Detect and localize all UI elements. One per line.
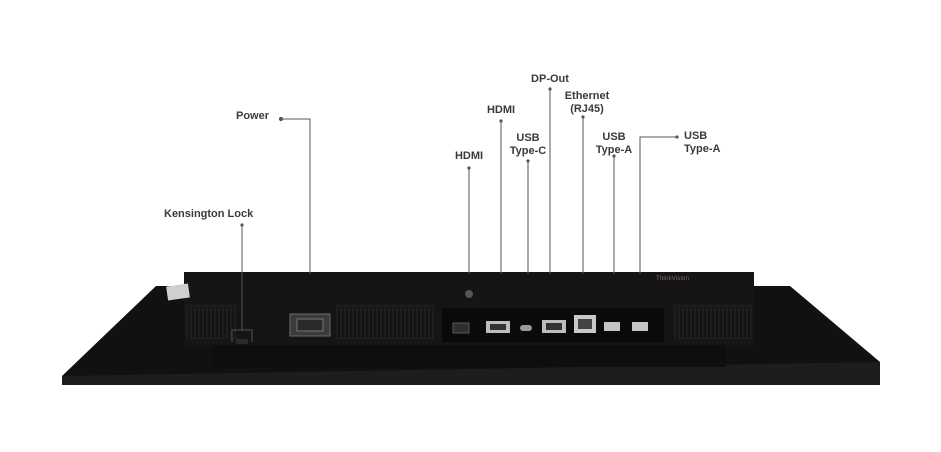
label-ethernet-line2: (RJ45) [570, 103, 604, 115]
dp-out-port-inner [546, 323, 562, 330]
label-hdmi-2: HDMI [486, 104, 516, 116]
label-ethernet-line1: Ethernet [564, 90, 610, 102]
kensington-slot [236, 339, 248, 344]
vent-grill-left [186, 305, 238, 339]
leader-power [282, 118, 311, 274]
power-port-inner [296, 318, 324, 332]
label-usb-type-a-1-line2: Type-A [595, 144, 633, 156]
ethernet-port-inner [578, 319, 592, 329]
label-hdmi-1: HDMI [454, 150, 484, 162]
label-power: Power [236, 110, 270, 122]
vent-grill-right [674, 305, 754, 339]
center-mount-screw [465, 290, 473, 298]
label-usb-type-a-2-line2: Type-A [684, 143, 721, 155]
label-usb-type-c-line2: Type-C [509, 145, 547, 157]
label-usb-type-a-2: USB Type-A [684, 130, 720, 156]
usb-a-port-1 [604, 322, 620, 331]
label-dp-out: DP-Out [531, 73, 569, 85]
leader-usb-a-2 [639, 136, 676, 274]
label-usb-type-a-2-line1: USB [684, 130, 708, 142]
label-usb-type-a-1-line1: USB [602, 131, 626, 143]
side-sticker [166, 283, 190, 301]
label-usb-type-a-1: USB Type-A [594, 131, 634, 157]
leader-kensington [231, 226, 243, 342]
label-kensington-lock: Kensington Lock [164, 208, 254, 220]
label-ethernet: Ethernet (RJ45) [560, 90, 614, 116]
label-usb-type-c-line1: USB [516, 132, 540, 144]
label-usb-type-c: USB Type-C [508, 132, 548, 158]
usb-a-port-2 [632, 322, 648, 331]
usb-c-port [520, 325, 532, 331]
hdmi-port-1 [452, 322, 470, 334]
monitor-base-edge [62, 362, 880, 385]
hdmi-port-2-inner [490, 324, 506, 330]
monitor-lower-step [212, 345, 726, 367]
vent-grill-middle [336, 305, 434, 339]
brand-logo-text: ThinkVision [656, 276, 690, 282]
leader-kensington-b [242, 329, 253, 342]
